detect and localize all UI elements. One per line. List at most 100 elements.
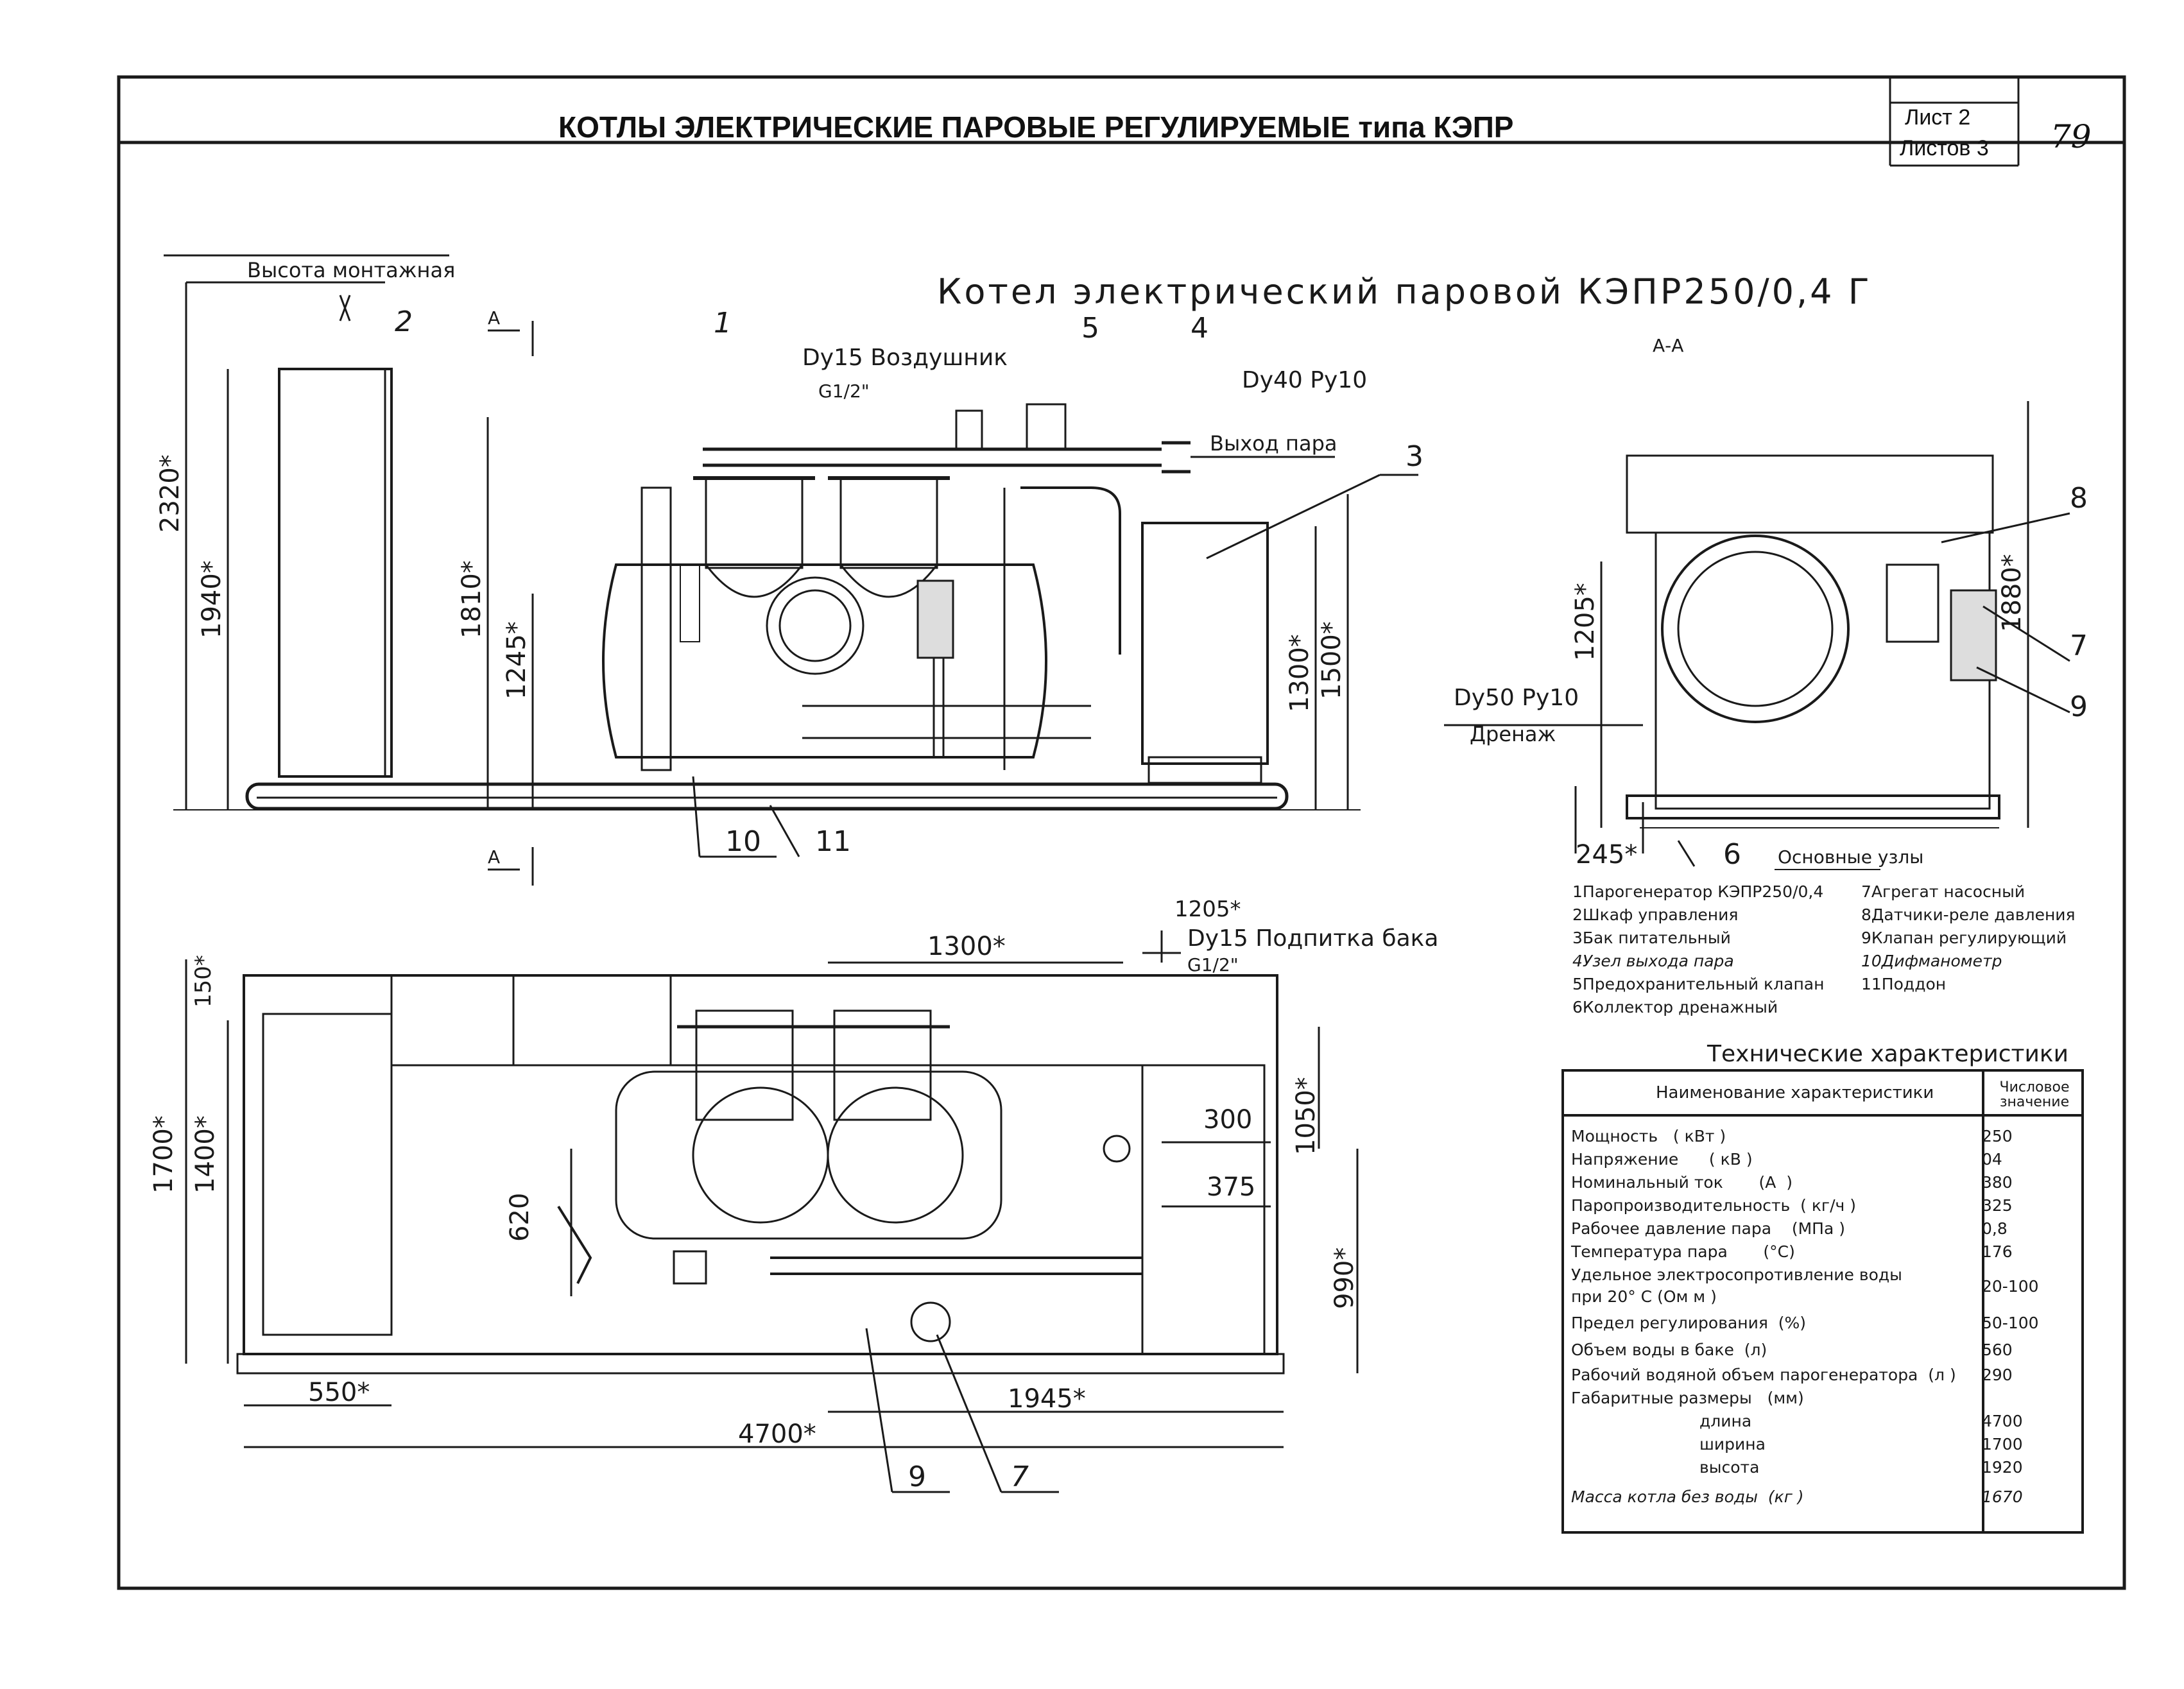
dim-1940: 1940* — [197, 560, 227, 639]
specs-table-frame — [1561, 1069, 2084, 1534]
dim-1300-front: 1300* — [1285, 634, 1314, 712]
callout-9-side: 9 — [2070, 690, 2088, 723]
spec-name: ширина — [1699, 1434, 1766, 1453]
callout-11: 11 — [815, 825, 851, 858]
spec-value: 380 — [1982, 1172, 2013, 1192]
spec-value: 1920 — [1982, 1457, 2023, 1477]
air-vent-label: Dy15 Воздушник — [802, 345, 1008, 371]
drawing-title: Котел электрический паровой КЭПР250/0,4 … — [937, 271, 1872, 312]
makeup-label: Dy15 Подпитка бака — [1187, 925, 1439, 952]
unit-item: 10Дифманометр — [1861, 952, 2002, 970]
steam-outlet-label: Dy40 Py10 — [1242, 367, 1368, 393]
side-view — [1444, 401, 2070, 867]
spec-name: Мощность ( кВт ) — [1571, 1126, 1726, 1145]
specs-title: Технические характеристики — [1707, 1041, 2069, 1067]
callout-9-plan: 9 — [908, 1461, 926, 1493]
pallet — [245, 782, 1289, 810]
spec-row: Объем воды в баке (л) 560 — [1571, 1336, 2078, 1363]
spec-row: длина 4700 — [1571, 1409, 2078, 1432]
spec-value: 290 — [1982, 1365, 2013, 1384]
callout-7-plan: 7 — [1011, 1461, 1029, 1493]
spec-row: Масса котла без воды (кг ) 1670 — [1571, 1479, 2078, 1514]
spec-value: 04 — [1982, 1149, 2002, 1169]
dim-1205-plan: 1205* — [1174, 896, 1241, 922]
spec-name: длина — [1699, 1411, 1752, 1430]
unit-item: 8Датчики-реле давления — [1861, 905, 2076, 924]
unit-item: 11Поддон — [1861, 975, 1947, 993]
section-mark-top: А — [488, 307, 501, 329]
spec-name: Масса котла без воды (кг ) — [1571, 1487, 1804, 1506]
spec-row: Паропроизводительность ( кг/ч ) 325 — [1571, 1194, 2078, 1217]
spec-name: Напряжение ( кВ ) — [1571, 1149, 1753, 1169]
dim-300: 300 — [1203, 1105, 1253, 1135]
dim-1500: 1500* — [1317, 621, 1346, 699]
page-title: КОТЛЫ ЭЛЕКТРИЧЕСКИЕ ПАРОВЫЕ РЕГУЛИРУЕМЫЕ… — [558, 110, 1514, 144]
sheets-total: Листов 3 — [1900, 136, 1989, 160]
spec-value: 1700 — [1982, 1434, 2023, 1453]
main-units-title: Основные узлы — [1778, 846, 1924, 868]
dim-1880: 1880* — [1997, 554, 2027, 632]
spec-row: высота 1920 — [1571, 1455, 2078, 1479]
callout-6: 6 — [1723, 838, 1741, 871]
callout-1: 1 — [714, 307, 732, 339]
spec-row: Габаритные размеры (мм) — [1571, 1386, 2078, 1409]
front-view — [164, 254, 1418, 886]
spec-value: 176 — [1982, 1242, 2013, 1261]
callout-4: 4 — [1191, 312, 1208, 345]
dim-2320: 2320* — [155, 454, 185, 533]
steam-generator — [602, 476, 1091, 771]
unit-item: 5Предохранительный клапан — [1572, 975, 1825, 993]
unit-item: 2Шкаф управления — [1572, 905, 1739, 924]
sheet-number: Лист 2 — [1905, 105, 1971, 130]
dim-990: 990* — [1330, 1247, 1359, 1309]
unit-item: 9Клапан регулирующий — [1861, 929, 2067, 947]
specs-rows: Мощность ( кВт ) 250 Напряжение ( кВ ) 0… — [1571, 1124, 2078, 1514]
callout-5: 5 — [1081, 312, 1099, 345]
spec-row: Рабочее давление пара (МПа ) 0,8 — [1571, 1217, 2078, 1240]
dim-375: 375 — [1207, 1172, 1256, 1202]
dim-1245: 1245* — [502, 621, 531, 699]
unit-item: 4Узел выхода пара — [1572, 952, 1734, 970]
spec-name: Паропроизводительность ( кг/ч ) — [1571, 1196, 1856, 1215]
spec-name: Номинальный ток (А ) — [1571, 1172, 1793, 1192]
spec-row: Номинальный ток (А ) 380 — [1571, 1170, 2078, 1194]
dim-1810: 1810* — [457, 560, 486, 639]
spec-row: Удельное электросопротивление воды при 2… — [1571, 1263, 2078, 1309]
drain-label: Dy50 Py10 — [1454, 685, 1579, 711]
dim-1050: 1050* — [1291, 1077, 1321, 1155]
spec-value: 4700 — [1982, 1411, 2023, 1430]
drain-name: Дренаж — [1470, 722, 1556, 746]
dim-1205-side: 1205* — [1570, 583, 1600, 661]
callout-2: 2 — [395, 305, 413, 338]
callout-8: 8 — [2070, 482, 2088, 515]
unit-item: 6Коллектор дренажный — [1572, 998, 1778, 1016]
spec-name: Предел регулирования (%) — [1571, 1313, 1807, 1332]
dim-1300-plan: 1300* — [927, 932, 1006, 961]
spec-value: 1670 — [1982, 1487, 2023, 1506]
spec-row: Температура пара (°С) 176 — [1571, 1240, 2078, 1263]
spec-row: Предел регулирования (%) 50-100 — [1571, 1309, 2078, 1336]
spec-name: Габаритные размеры (мм) — [1571, 1388, 1804, 1407]
plan-view — [185, 930, 1359, 1493]
dim-550: 550* — [308, 1378, 370, 1407]
spec-value: 20-100 — [1982, 1276, 2039, 1296]
specs-col-value: Числовое значение — [1999, 1079, 2070, 1111]
spec-value: 50-100 — [1982, 1313, 2039, 1332]
section-mark-bottom: А — [488, 846, 501, 868]
unit-item: 3Бак питательный — [1572, 929, 1731, 947]
spec-name: Температура пара (°С) — [1571, 1242, 1795, 1261]
mount-height-label: Высота монтажная — [247, 258, 456, 282]
spec-row: Напряжение ( кВ ) 04 — [1571, 1147, 2078, 1170]
makeup-thread: G1/2" — [1187, 954, 1239, 975]
spec-name: Рабочее давление пара (МПа ) — [1571, 1219, 1845, 1238]
spec-name: Объем воды в баке (л) — [1571, 1340, 1767, 1359]
steam-outlet-name: Выход пара — [1210, 431, 1337, 456]
dim-150: 150* — [191, 955, 216, 1007]
callout-10: 10 — [725, 825, 761, 858]
main-units-right: 7Агрегат насосный 8Датчики-реле давления… — [1861, 882, 2076, 998]
dim-620: 620 — [505, 1192, 535, 1242]
spec-name: Рабочий водяной объем парогенератора (л … — [1571, 1365, 1956, 1384]
section-view-label: А-А — [1653, 335, 1684, 356]
spec-value: 250 — [1982, 1126, 2013, 1145]
